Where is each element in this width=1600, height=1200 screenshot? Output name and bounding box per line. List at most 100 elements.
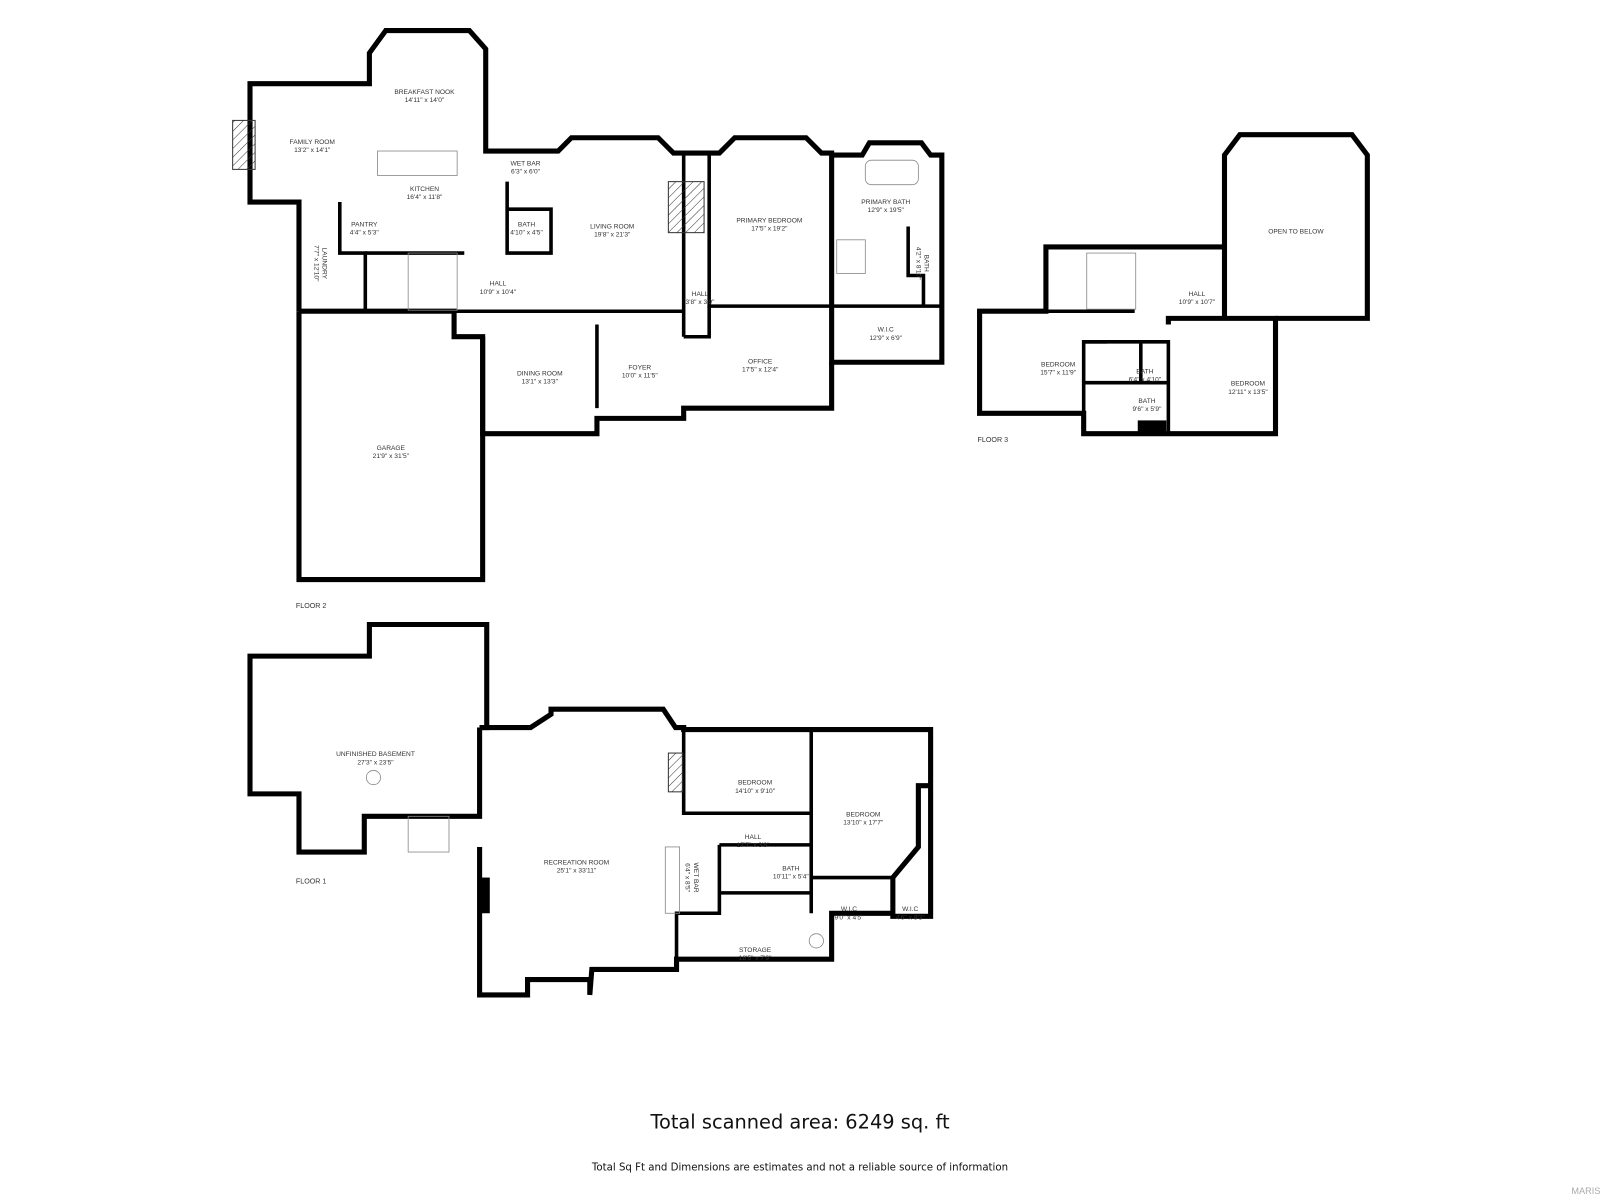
floor-2-front-wall	[480, 336, 835, 437]
room-name: DINING ROOM	[517, 371, 563, 378]
room-dimensions: 18'5" x 7'9"	[739, 955, 772, 962]
room-name: HALL	[1189, 291, 1206, 298]
room-name: FAMILY ROOM	[290, 139, 335, 146]
room-dimensions: 17'7" x 3'8"	[737, 842, 770, 849]
room-name: BATH	[922, 255, 929, 272]
floor-1-outer-wall	[477, 846, 893, 998]
room-label: LAUNDRY7'7" x 12'10"	[312, 245, 327, 282]
total-area: Total scanned area: 6249 sq. ft	[649, 1111, 950, 1134]
room-dimensions: 4'10" x 4'5"	[510, 230, 543, 237]
room-dimensions: 17'5" x 19'2"	[751, 226, 788, 233]
room-name: FOYER	[628, 364, 651, 371]
floor-3-label: FLOOR 3	[978, 436, 1009, 444]
floor-1-label: FLOOR 1	[296, 878, 327, 886]
room-name: BATH	[1136, 368, 1153, 375]
room-dimensions: 4'4" x 5'3"	[350, 230, 380, 237]
utility-icon	[808, 933, 824, 949]
room-name: BATH	[1138, 398, 1155, 405]
room-dimensions: 14'11" x 14'0"	[405, 97, 445, 104]
room-name: LIVING ROOM	[590, 224, 634, 231]
floor-3-plan: FLOOR 3	[977, 132, 1370, 444]
interior-wall	[338, 202, 368, 312]
column	[479, 877, 490, 914]
floor-1-outer-wall	[479, 706, 934, 919]
room-dimensions: 12'11" x 13'5"	[1228, 389, 1268, 396]
room-dimensions: 27'3" x 23'5"	[357, 759, 394, 766]
room-dimensions: 13'2" x 14'1"	[294, 147, 331, 154]
room-name: PRIMARY BEDROOM	[736, 217, 802, 224]
room-dimensions: 19'8" x 21'3"	[594, 232, 631, 239]
room-name: W.I.C	[878, 327, 894, 334]
floor-1-plan: FLOOR 1	[247, 621, 934, 998]
room-dimensions: 7'7" x 12'10"	[312, 245, 319, 282]
room-dimensions: 16'4" x 11'8"	[407, 194, 443, 201]
wet-bar-counter	[664, 846, 680, 914]
room-dimensions: 17'5" x 12'4"	[742, 366, 779, 373]
room-label: FOYER 10'0" x 11'5"	[622, 364, 658, 379]
fireplace-icon	[667, 752, 684, 793]
room-name: BEDROOM	[1231, 381, 1265, 388]
interior-wall	[505, 181, 553, 255]
room-name: HALL	[490, 281, 507, 288]
room-name: BATH	[782, 865, 799, 872]
utility-icon	[365, 770, 382, 786]
room-name: OFFICE	[748, 358, 773, 365]
room-name: BEDROOM	[738, 780, 772, 787]
room-name: PANTRY	[351, 222, 378, 229]
room-name: RECREATION ROOM	[544, 859, 609, 866]
room-name: W.I.C	[902, 906, 918, 913]
room-name: W.I.C	[841, 906, 857, 913]
room-name: KITCHEN	[410, 186, 439, 193]
room-dimensions: 21'9" x 31'5"	[373, 453, 410, 460]
stairs-icon	[407, 815, 450, 853]
room-name: BEDROOM	[1041, 361, 1075, 368]
disclaimer: Total Sq Ft and Dimensions are estimates…	[591, 1162, 1008, 1173]
chase	[1137, 420, 1167, 434]
room-dimensions: 13'1" x 13'3"	[522, 379, 559, 386]
room-dimensions: 12'9" x 19'5"	[868, 207, 905, 214]
room-name: WET BAR	[510, 160, 540, 167]
basement-wall	[247, 621, 490, 855]
room-name: OPEN TO BELOW	[1268, 229, 1324, 236]
interior-wall	[1083, 340, 1171, 434]
stairs-icon	[1086, 252, 1137, 310]
interior-wall	[683, 306, 711, 339]
room-dimensions: 14'10" x 9'10"	[735, 788, 776, 795]
room-name: PRIMARY BATH	[861, 199, 910, 206]
room-name: UNFINISHED BASEMENT	[336, 751, 415, 758]
room-dimensions: 10'11" x 5'4"	[773, 874, 809, 881]
room-name: HALL	[692, 291, 709, 298]
room-dimensions: 3'8" x 3'9"	[686, 299, 716, 306]
room-label: BATH 10'11" x 5'4"	[773, 865, 809, 880]
open-to-below-wall	[1221, 132, 1370, 321]
room-dimensions: 6'4" x 4'10"	[1129, 377, 1162, 384]
room-dimensions: 15'7" x 11'9"	[1040, 369, 1076, 376]
room-dimensions: 10'0" x 11'5"	[622, 373, 658, 380]
room-dimensions: 25'1" x 33'11"	[557, 867, 597, 874]
room-name: STORAGE	[739, 947, 772, 954]
bathtub-icon	[864, 159, 919, 186]
floor-2-label: FLOOR 2	[296, 602, 327, 610]
